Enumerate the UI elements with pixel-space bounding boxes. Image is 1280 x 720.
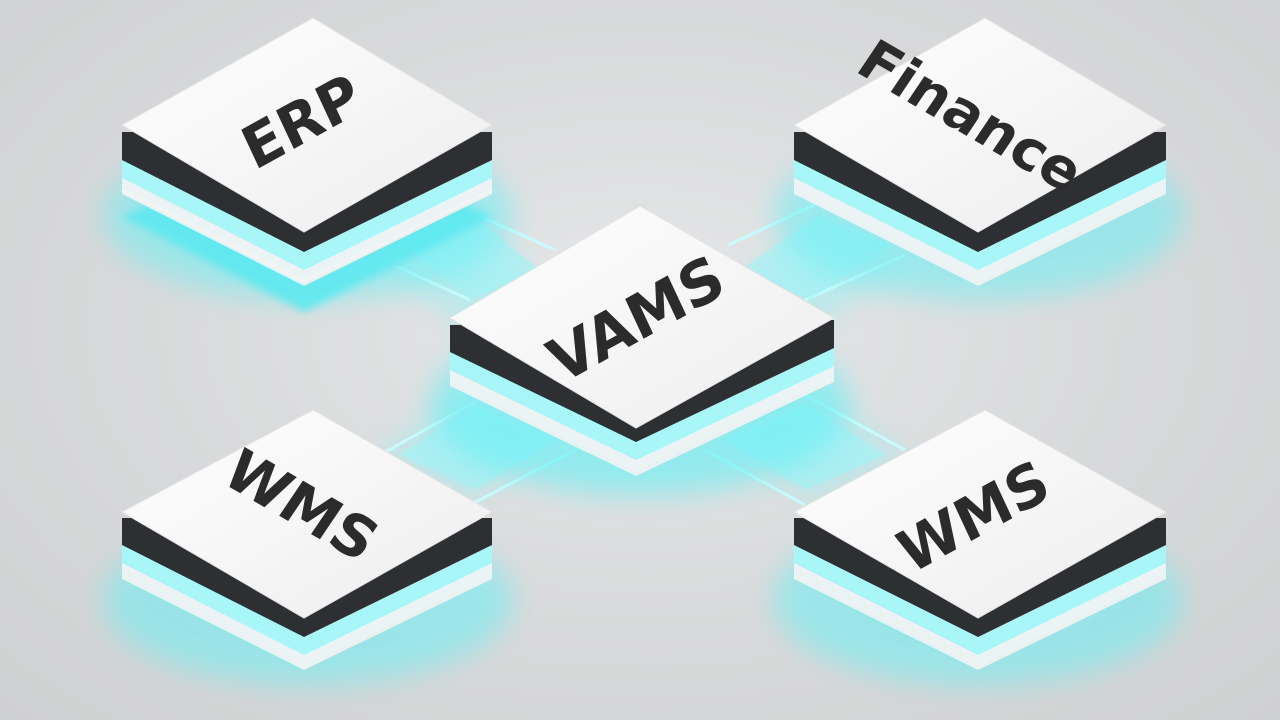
tile-wms-left-top xyxy=(120,409,494,619)
tile-wms-left: WMS xyxy=(103,409,513,685)
tile-erp-top xyxy=(120,17,493,233)
tile-wms-right: WMS xyxy=(773,409,1183,685)
tile-erp: ERP xyxy=(103,17,513,312)
tile-vams-top xyxy=(449,205,836,429)
tile-finance-top xyxy=(792,17,1167,233)
tile-wms-right-top xyxy=(792,409,1168,619)
tile-finance: Finance xyxy=(773,17,1183,300)
tile-vams-hub: VAMS xyxy=(430,205,850,495)
